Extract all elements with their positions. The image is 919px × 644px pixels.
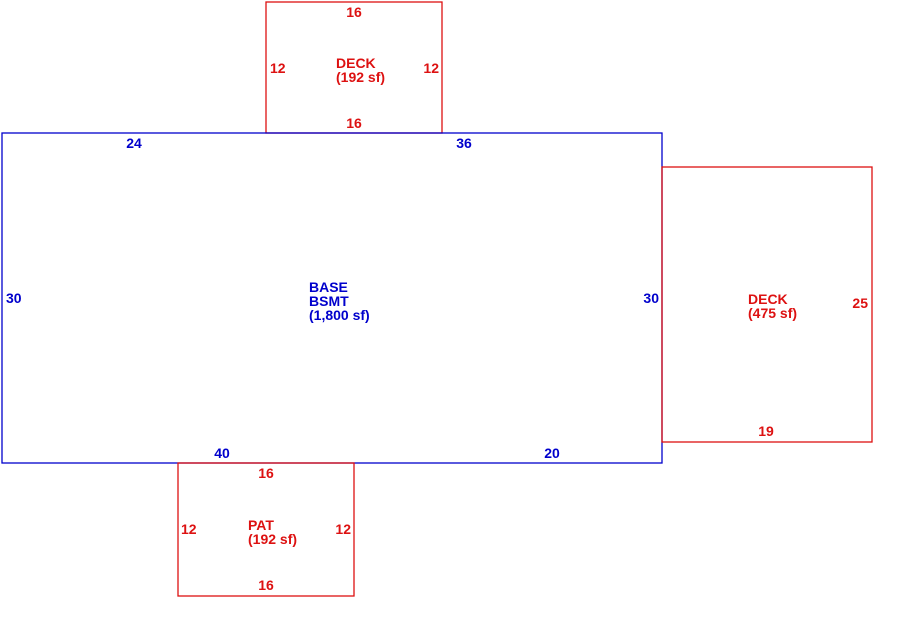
base-dim-top-left: 24 bbox=[126, 135, 142, 151]
base-dim-right: 30 bbox=[643, 290, 659, 306]
patio-dim-right: 12 bbox=[335, 521, 351, 537]
deck-top-name: DECK bbox=[336, 55, 376, 71]
deck-top-area-size: (192 sf) bbox=[336, 69, 385, 85]
patio-dim-bottom: 16 bbox=[258, 577, 274, 593]
patio-outline bbox=[177, 462, 355, 597]
patio-area: 16 16 12 12 PAT (192 sf) bbox=[177, 462, 355, 597]
patio-name: PAT bbox=[248, 517, 274, 533]
deck-right-area-size: (475 sf) bbox=[748, 305, 797, 321]
deck-top-dim-right: 12 bbox=[423, 60, 439, 76]
patio-dim-top: 16 bbox=[258, 465, 274, 481]
patio-area-size: (192 sf) bbox=[248, 531, 297, 547]
base-dim-top-right: 36 bbox=[456, 135, 472, 151]
base-basement-area: 24 36 30 30 40 20 BASE BSMT (1,800 sf) bbox=[1, 132, 663, 464]
deck-top-area: 16 16 12 12 DECK (192 sf) bbox=[265, 1, 443, 134]
deck-right-area: 25 19 DECK (475 sf) bbox=[661, 166, 873, 443]
deck-top-dim-bottom: 16 bbox=[346, 115, 362, 131]
deck-right-dim-bottom: 19 bbox=[758, 423, 774, 439]
deck-right-name: DECK bbox=[748, 291, 788, 307]
base-dim-bottom-left: 40 bbox=[214, 445, 230, 461]
base-name-line2: BSMT bbox=[309, 293, 349, 309]
deck-top-dim-left: 12 bbox=[270, 60, 286, 76]
deck-right-dim-right: 25 bbox=[852, 295, 868, 311]
deck-right-outline bbox=[661, 166, 873, 443]
deck-top-dim-top: 16 bbox=[346, 4, 362, 20]
patio-dim-left: 12 bbox=[181, 521, 197, 537]
base-dim-bottom-right: 20 bbox=[544, 445, 560, 461]
base-area-size: (1,800 sf) bbox=[309, 307, 370, 323]
base-dim-left: 30 bbox=[6, 290, 22, 306]
base-name-line1: BASE bbox=[309, 279, 348, 295]
